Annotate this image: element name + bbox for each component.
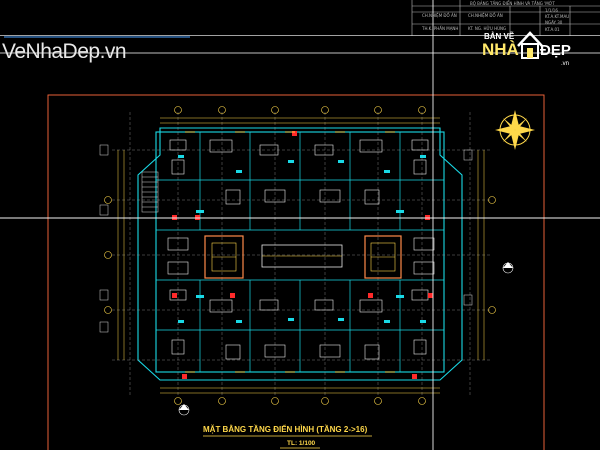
logo-line3: ĐẸP xyxy=(540,42,571,59)
title-block-row2b: CH.NHIỆM ĐỒ ÁN xyxy=(468,13,503,18)
side-details xyxy=(99,144,473,333)
section-marker-icon[interactable] xyxy=(502,262,514,274)
title-block xyxy=(411,0,600,36)
stair-core-left xyxy=(204,235,244,279)
title-block-row1: BỘ BẢNG TẦNG ĐIỂN HÌNH VÀ TẦNG 'MỚT xyxy=(470,1,555,6)
title-block-row2a: CH.NHIỆM ĐỒ ÁN xyxy=(422,13,457,18)
title-block-row3a: TH.K. PHẦN MẠNH xyxy=(422,26,459,31)
dimension-lines xyxy=(117,117,485,394)
title-block-cell1: 1/1/16 xyxy=(545,8,558,13)
external-stair xyxy=(141,171,159,213)
watermark: VeNhaDep.vn xyxy=(2,40,127,63)
windows xyxy=(185,131,395,373)
logo-suffix: .vn xyxy=(561,61,570,67)
title-block-cell3: NGÀY 30 xyxy=(545,20,563,25)
house-logo-icon xyxy=(517,31,543,59)
logo-line1: BẢN VẼ xyxy=(484,32,515,41)
wall-fills xyxy=(178,155,426,323)
title-block-cell2: KT.A.KT.MAU xyxy=(545,14,570,19)
drawing-frame xyxy=(47,94,545,450)
red-markers xyxy=(172,131,433,379)
stair-core-right xyxy=(364,235,402,279)
drawing-title: MẶT BẰNG TẦNG ĐIỂN HÌNH (TẦNG 2->16) xyxy=(203,425,368,434)
drawing-scale: TL: 1/100 xyxy=(287,440,316,447)
furniture xyxy=(167,139,435,360)
logo-line2: NHÀ xyxy=(482,40,519,59)
section-marker-icon[interactable] xyxy=(178,404,190,416)
north-arrow-icon xyxy=(495,110,535,150)
site-logo: BẢN VẼ NHÀ ĐẸP .vn xyxy=(478,30,596,68)
title-block-cell4: KT.A.01 xyxy=(545,27,560,32)
inner-walls xyxy=(156,132,444,372)
title-block-row3b: KT. NG. HỮU HÙNG xyxy=(468,26,507,31)
grid-bubbles xyxy=(104,106,496,405)
